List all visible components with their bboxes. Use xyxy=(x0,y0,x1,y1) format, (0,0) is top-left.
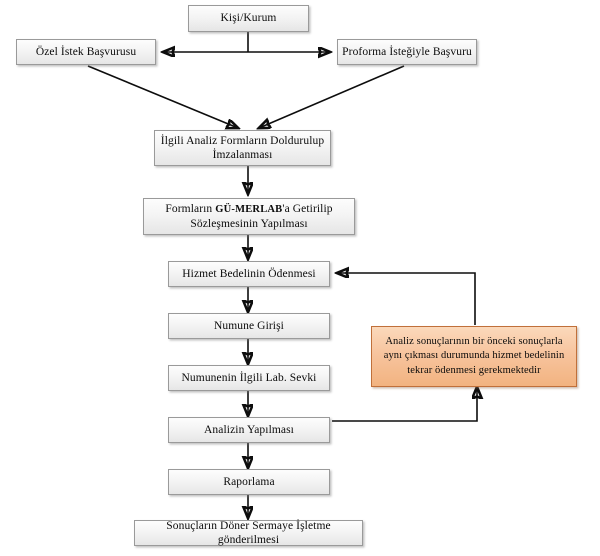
node-repay-note-label: Analiz sonuçlarının bir önceki sonuçlarl… xyxy=(383,336,565,376)
node-person-org-label: Kişi/Kurum xyxy=(220,12,277,25)
node-sample-entry[interactable]: Numune Girişi xyxy=(168,313,330,339)
node-send-results-label: Sonuçların Döner Sermaye İşletme gönderi… xyxy=(166,519,331,546)
node-bring-forms-label-after: 'a Getirilip Sözleşmesinin Yapılması xyxy=(190,203,333,230)
node-reporting[interactable]: Raporlama xyxy=(168,469,330,495)
node-fill-forms[interactable]: İlgili Analiz Formların Doldurulup İmzal… xyxy=(154,130,331,166)
node-special-request[interactable]: Özel İstek Başvurusu xyxy=(16,39,156,65)
node-lab-dispatch[interactable]: Numunenin İlgili Lab. Sevki xyxy=(168,365,330,391)
node-proforma-request-label: Proforma İsteğiyle Başvuru xyxy=(342,45,472,58)
node-fill-forms-label: İlgili Analiz Formların Doldurulup İmzal… xyxy=(160,134,325,161)
node-send-results[interactable]: Sonuçların Döner Sermaye İşletme gönderi… xyxy=(134,520,363,546)
node-pay-fee-label: Hizmet Bedelinin Ödenmesi xyxy=(182,267,316,280)
edge-proforma-request-to-fill-forms xyxy=(259,65,405,128)
edge-repay-note-to-pay-fee xyxy=(337,273,476,325)
node-bring-forms-brand: GÜ-MERLAB xyxy=(215,204,283,216)
node-repay-note[interactable]: Analiz sonuçlarının bir önceki sonuçlarl… xyxy=(371,326,577,387)
node-reporting-label: Raporlama xyxy=(223,475,275,488)
node-special-request-label: Özel İstek Başvurusu xyxy=(35,45,137,58)
node-run-analysis-label: Analizin Yapılması xyxy=(204,423,294,436)
node-lab-dispatch-label: Numunenin İlgili Lab. Sevki xyxy=(181,371,317,384)
node-bring-forms[interactable]: Formların GÜ-MERLAB'a Getirilip Sözleşme… xyxy=(143,198,355,235)
node-bring-forms-label: Formların GÜ-MERLAB'a Getirilip Sözleşme… xyxy=(148,202,350,231)
edge-special-request-to-fill-forms xyxy=(87,65,238,128)
node-run-analysis[interactable]: Analizin Yapılması xyxy=(168,417,330,443)
node-person-org[interactable]: Kişi/Kurum xyxy=(188,5,309,32)
node-proforma-request[interactable]: Proforma İsteğiyle Başvuru xyxy=(337,39,477,65)
edge-run-analysis-to-repay-note xyxy=(332,387,477,422)
node-sample-entry-label: Numune Girişi xyxy=(214,319,284,332)
node-bring-forms-label-before: Formların xyxy=(165,203,216,216)
node-pay-fee[interactable]: Hizmet Bedelinin Ödenmesi xyxy=(168,261,330,287)
